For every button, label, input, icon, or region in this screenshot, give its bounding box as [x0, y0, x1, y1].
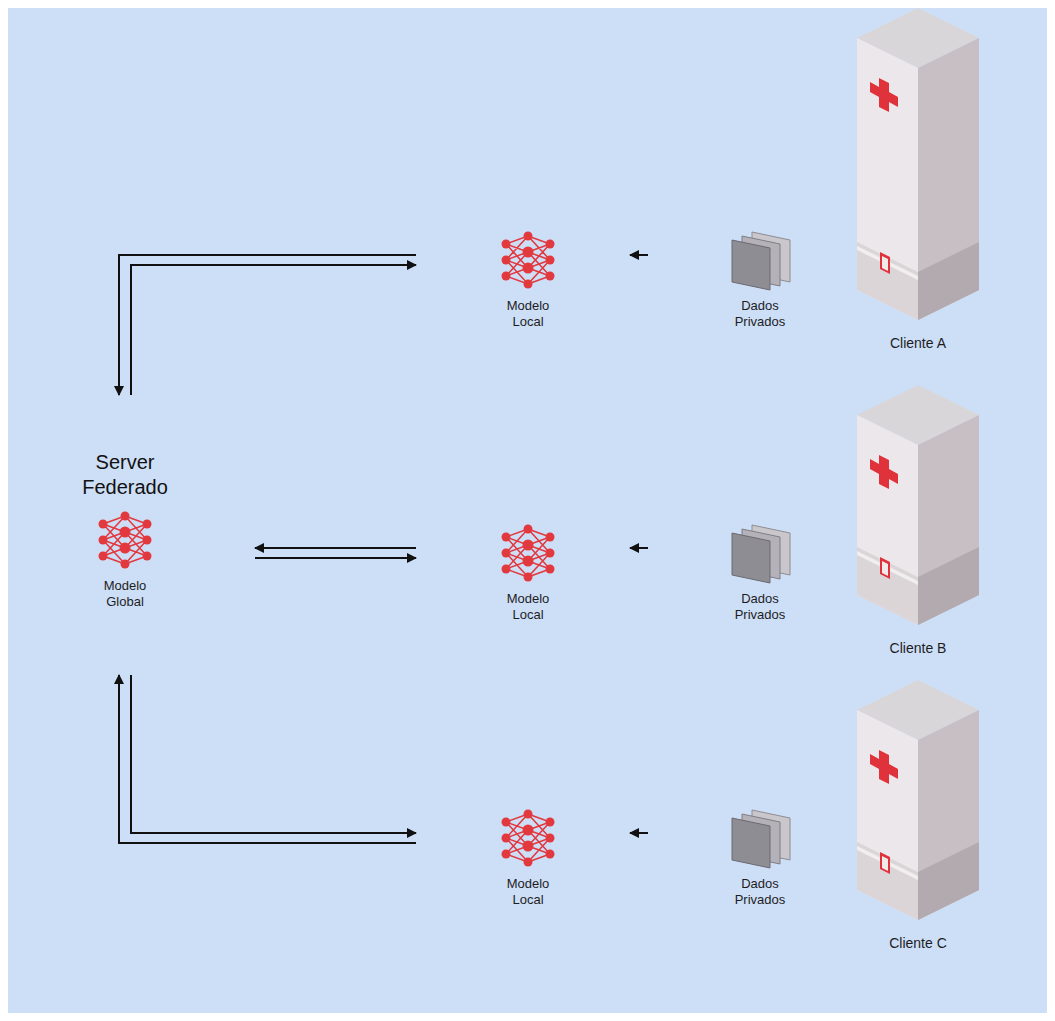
model-label: Modelo Global — [93, 578, 157, 610]
tower-face — [882, 561, 888, 576]
client-node: Cliente B — [856, 385, 980, 657]
client-node: Cliente A — [856, 8, 980, 352]
arrow-connector — [630, 832, 648, 834]
tower-face — [857, 551, 918, 585]
data-node: Dados Privados — [728, 806, 792, 908]
tower-face — [857, 242, 918, 320]
model-node: Modelo Local — [496, 521, 560, 623]
tower-face — [918, 242, 979, 320]
tower-face — [880, 852, 890, 874]
node-label: Dados Privados — [728, 591, 792, 623]
neural-net-icon — [496, 521, 560, 585]
data-node: Dados Privados — [728, 228, 792, 330]
data-node: Dados Privados — [728, 521, 792, 623]
documents-icon — [728, 521, 792, 585]
neural-net-icon — [496, 228, 560, 292]
tower-face — [882, 856, 888, 871]
model-node: Modelo Local — [496, 228, 560, 330]
tower-face — [857, 246, 918, 280]
arrow-connector — [119, 675, 416, 843]
arrow-connector — [131, 265, 416, 395]
tower-face — [857, 710, 918, 920]
node-label: Modelo Local — [496, 876, 560, 908]
tower-face — [918, 547, 979, 625]
model-node: Server FederadoModelo Global — [65, 450, 185, 610]
tower-face — [857, 846, 918, 880]
tower-face — [918, 38, 979, 320]
tower-face — [880, 252, 890, 274]
tower-face — [870, 78, 898, 112]
tower-face — [870, 750, 898, 784]
tower-face — [918, 842, 979, 920]
tower-face — [857, 415, 918, 625]
server-heading: Server Federado — [65, 450, 185, 500]
tower-face — [918, 710, 979, 920]
server-tower — [856, 8, 980, 320]
arrow-connector — [119, 255, 416, 395]
arrow-connector — [630, 547, 648, 549]
arrow-connector — [255, 547, 416, 549]
node-label: Modelo Local — [496, 298, 560, 330]
tower-face — [857, 547, 918, 625]
tower-face — [857, 842, 918, 920]
arrow-connector — [630, 254, 648, 256]
server-tower — [856, 680, 980, 920]
arrow-connector — [255, 557, 416, 559]
tower-face — [918, 415, 979, 625]
client-label: Cliente B — [890, 639, 947, 657]
node-label: Dados Privados — [728, 876, 792, 908]
tower-face — [870, 455, 898, 489]
arrow-connector — [131, 675, 416, 833]
neural-net-icon — [93, 508, 157, 572]
client-label: Cliente C — [889, 934, 947, 952]
server-tower — [856, 385, 980, 625]
node-label: Dados Privados — [728, 298, 792, 330]
tower-face — [880, 557, 890, 579]
tower-face — [857, 38, 918, 320]
neural-net-icon — [496, 806, 560, 870]
client-node: Cliente C — [856, 680, 980, 952]
documents-icon — [728, 228, 792, 292]
client-label: Cliente A — [890, 334, 946, 352]
node-label: Modelo Local — [496, 591, 560, 623]
model-node: Modelo Local — [496, 806, 560, 908]
documents-icon — [728, 806, 792, 870]
tower-face — [882, 256, 888, 271]
